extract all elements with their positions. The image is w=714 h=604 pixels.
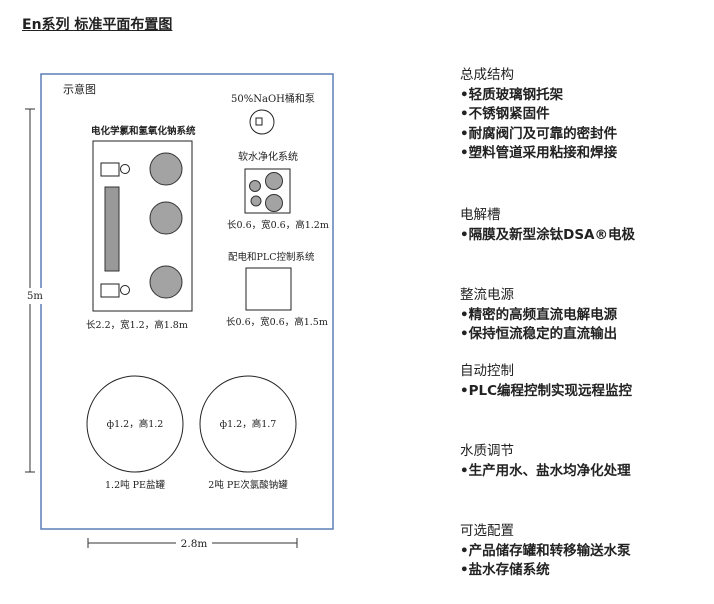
electro-tank-3 [149, 265, 183, 299]
softener-vessel-4 [265, 194, 283, 212]
section-water: 水质调节 •生产用水、盐水均净化处理 [460, 442, 710, 481]
list-item: •塑料管道采用粘接和焊接 [460, 145, 618, 161]
naoh-tank [249, 109, 275, 135]
naoh-tank-label: 50%NaOH桶和泵 [231, 92, 315, 105]
height-dim-label: 5m [27, 291, 43, 302]
section-heading: 自动控制 [460, 363, 514, 379]
list-item: •耐腐阀门及可靠的密封件 [460, 125, 618, 142]
list-item: •盐水存储系统 [460, 562, 550, 578]
section-structure: 总成结构 •轻质玻璃钢托架 •不锈钢紧固件 •耐腐阀门及可靠的密封件 •塑料管道… [460, 66, 710, 164]
salt-tank [86, 375, 184, 473]
section-rectifier: 整流电源 •精密的高频直流电解电源 •保持恒流稳定的直流输出 [460, 286, 710, 345]
section-control: 自动控制 •PLC编程控制实现远程监控 [460, 362, 710, 401]
electrolyzer-cell [104, 186, 120, 272]
salt-tank-spec: ф1.2，高1.2 [107, 418, 164, 430]
section-heading: 电解槽 [460, 207, 501, 223]
electro-system-label: 电化学氯和氢氧化钠系统 [91, 125, 196, 137]
plc-dims: 长0.6，宽0.6，高1.5m [226, 316, 328, 328]
electro-tank-2 [149, 201, 183, 235]
softener-frame [244, 168, 291, 214]
hypo-tank [199, 375, 297, 473]
softener-dims: 长0.6，宽0.6，高1.2m [227, 219, 329, 231]
plc-label: 配电和PLC控制系统 [228, 251, 315, 263]
electro-dims: 长2.2，宽1.2，高1.8m [86, 319, 188, 331]
width-dim-label: 2.8m [181, 538, 208, 550]
list-item: •精密的高频直流电解电源 [460, 306, 618, 323]
list-item: •轻质玻璃钢托架 [460, 86, 564, 103]
list-item: •生产用水、盐水均净化处理 [460, 462, 631, 479]
section-electrolyzer: 电解槽 •隔膜及新型涂钛DSA®电极 [460, 206, 710, 245]
diagram-label: 示意图 [63, 82, 96, 96]
section-heading: 可选配置 [460, 523, 514, 539]
naoh-pump [255, 117, 263, 126]
section-heading: 整流电源 [460, 287, 514, 303]
salt-tank-label: 1.2吨 PE盐罐 [105, 479, 165, 491]
hypo-tank-label: 2吨 PE次氯酸钠罐 [208, 479, 288, 491]
electro-tank-1 [149, 152, 183, 186]
softener-vessel-3 [250, 195, 262, 207]
pump-top [100, 162, 130, 177]
hypo-tank-spec: ф1.2，高1.7 [220, 418, 277, 430]
pump-bottom [100, 283, 130, 298]
list-item: •PLC编程控制实现远程监控 [460, 382, 633, 399]
list-item: •保持恒流稳定的直流输出 [460, 326, 618, 342]
section-heading: 总成结构 [460, 67, 514, 83]
list-item: •不锈钢紧固件 [460, 106, 550, 122]
page-title: En系列 标准平面布置图 [22, 17, 173, 33]
list-item: •产品储存罐和转移输送水泵 [460, 542, 631, 559]
section-heading: 水质调节 [460, 443, 514, 459]
plc-cabinet [245, 267, 292, 311]
electro-system-frame [92, 140, 193, 312]
softener-vessel-1 [249, 180, 261, 192]
softener-vessel-2 [265, 172, 283, 190]
list-item: •隔膜及新型涂钛DSA®电极 [460, 226, 636, 243]
section-options: 可选配置 •产品储存罐和转移输送水泵 •盐水存储系统 [460, 522, 710, 581]
softener-label: 软水净化系统 [238, 150, 298, 163]
plan-boundary [40, 73, 334, 530]
